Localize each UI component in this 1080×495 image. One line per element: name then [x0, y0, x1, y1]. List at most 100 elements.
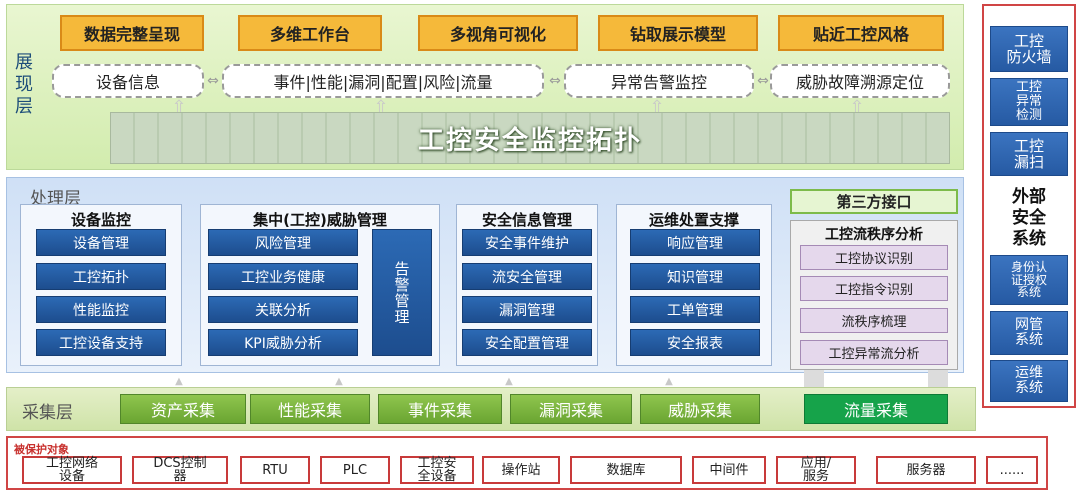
- command-recognition-button[interactable]: 工控指令识别: [800, 276, 948, 301]
- third-party-interface-button[interactable]: 第三方接口: [790, 189, 958, 214]
- alarm-management-label: 告警管理: [392, 260, 411, 325]
- ics-anomaly-detection-label: 检测: [1015, 108, 1042, 124]
- protected-target-label: 工控网络: [45, 456, 98, 471]
- security-info-title: 安全信息管理: [481, 211, 572, 229]
- collection-layer-label: 采集层: [22, 403, 73, 423]
- threat-collection-button[interactable]: 威胁采集: [640, 394, 760, 424]
- alarm-management-button[interactable]: 告警管理: [372, 229, 432, 356]
- vulnerability-collection-button[interactable]: 漏洞采集: [510, 394, 632, 424]
- kpi-threat-analysis-button[interactable]: KPI威胁分析: [208, 329, 358, 356]
- event-collection-button[interactable]: 事件采集: [378, 394, 502, 424]
- ics-business-health-button[interactable]: 工控业务健康: [208, 263, 358, 290]
- feature-tag: 贴近工控风格: [778, 15, 944, 51]
- presentation-layer-label: 展 现 层: [14, 52, 34, 118]
- protected-target-label: 中间件: [709, 462, 749, 478]
- ops-system-label: 系统: [1015, 380, 1043, 396]
- protected-target-label: 应用/: [800, 456, 832, 471]
- security-event-maintenance-button[interactable]: 安全事件维护: [462, 229, 592, 256]
- asset-collection-button[interactable]: 资产采集: [120, 394, 246, 424]
- ics-vuln-scan-button[interactable]: 工控 漏扫: [990, 132, 1068, 176]
- network-management-system-label: 网管: [1015, 316, 1043, 333]
- presentation-item-threat-trace[interactable]: 威胁故障溯源定位: [770, 64, 950, 98]
- protected-target-label: DCS控制: [153, 456, 207, 471]
- external-security-title-line: 外部: [1012, 187, 1046, 207]
- protected-target-label: 设备: [58, 469, 85, 484]
- network-management-system-label: 系统: [1015, 332, 1043, 348]
- risk-management-button[interactable]: 风险管理: [208, 229, 358, 256]
- ics-device-support-button[interactable]: 工控设备支持: [36, 329, 166, 356]
- identity-auth-system-button[interactable]: 身份认 证授权 系统: [990, 255, 1068, 305]
- presentation-item-device-info[interactable]: 设备信息: [52, 64, 204, 98]
- protected-target-database[interactable]: 数据库: [570, 456, 682, 484]
- vulnerability-management-button[interactable]: 漏洞管理: [462, 296, 592, 323]
- protected-target-dcs-controller[interactable]: DCS控制器: [132, 456, 228, 484]
- security-topology-banner[interactable]: 工控安全监控拓扑: [110, 112, 950, 164]
- presentation-layer-label-char: 展: [15, 52, 33, 73]
- flow-connector: [928, 370, 948, 390]
- correlation-analysis-button[interactable]: 关联分析: [208, 296, 358, 323]
- device-monitor-title: 设备监控: [70, 211, 131, 229]
- security-report-button[interactable]: 安全报表: [630, 329, 760, 356]
- ics-firewall-label: 防火墙: [1006, 48, 1052, 66]
- ics-firewall-button[interactable]: 工控 防火墙: [990, 26, 1068, 72]
- protected-target-plc[interactable]: PLC: [320, 456, 390, 484]
- chevron-up-icon: ▲: [505, 375, 513, 387]
- identity-auth-system-label: 身份认: [1010, 259, 1047, 274]
- feature-tag: 多维工作台: [238, 15, 382, 51]
- double-arrow-icon: ⇔: [207, 73, 219, 89]
- feature-tag: 多视角可视化: [418, 15, 578, 51]
- threat-management-title: 集中(工控)威胁管理: [253, 211, 387, 229]
- device-management-button[interactable]: 设备管理: [36, 229, 166, 256]
- protected-target-workstation[interactable]: 操作站: [482, 456, 560, 484]
- ops-support-title: 运维处置支撑: [648, 211, 739, 229]
- feature-tag: 钻取展示模型: [598, 15, 758, 51]
- protected-target-more[interactable]: ......: [986, 456, 1038, 484]
- performance-collection-button[interactable]: 性能采集: [250, 394, 370, 424]
- topology-title: 工控安全监控拓扑: [417, 125, 642, 156]
- double-arrow-icon: ⇔: [549, 73, 561, 89]
- security-config-management-button[interactable]: 安全配置管理: [462, 329, 592, 356]
- network-management-system-button[interactable]: 网管 系统: [990, 311, 1068, 355]
- presentation-layer-label-char: 层: [15, 96, 33, 117]
- ics-topology-button[interactable]: 工控拓扑: [36, 263, 166, 290]
- knowledge-management-button[interactable]: 知识管理: [630, 263, 760, 290]
- traffic-collection-button[interactable]: 流量采集: [804, 394, 948, 424]
- ops-system-button[interactable]: 运维 系统: [990, 360, 1068, 402]
- identity-auth-system-label: 证授权: [1010, 272, 1047, 287]
- flow-security-management-button[interactable]: 流安全管理: [462, 263, 592, 290]
- protected-target-label: PLC: [342, 462, 368, 478]
- protected-target-label: 服务器: [906, 462, 946, 478]
- protected-target-rtu[interactable]: RTU: [240, 456, 310, 484]
- protected-targets-title: 被保护对象: [14, 443, 69, 456]
- protected-target-middleware[interactable]: 中间件: [692, 456, 766, 484]
- ics-anomaly-detection-button[interactable]: 工控 异常 检测: [990, 78, 1068, 126]
- protected-target-label: 全设备: [417, 469, 457, 484]
- protected-target-application-service[interactable]: 应用/服务: [776, 456, 856, 484]
- protected-target-ics-security-device[interactable]: 工控安全设备: [400, 456, 474, 484]
- protected-target-label: 器: [173, 469, 187, 484]
- presentation-item-event-metrics[interactable]: 事件|性能|漏洞|配置|风险|流量: [222, 64, 544, 98]
- chevron-up-icon: ▲: [175, 375, 183, 387]
- anomalous-flow-analysis-button[interactable]: 工控异常流分析: [800, 340, 948, 365]
- ics-anomaly-detection-label: 工控: [1015, 79, 1042, 95]
- protected-target-label: 数据库: [606, 462, 646, 478]
- external-security-title: 外部 安全 系统: [990, 187, 1068, 250]
- protected-target-server[interactable]: 服务器: [876, 456, 976, 484]
- protected-target-ics-network-device[interactable]: 工控网络设备: [22, 456, 122, 484]
- performance-monitor-button[interactable]: 性能监控: [36, 296, 166, 323]
- protected-target-label: 操作站: [501, 462, 541, 478]
- ops-system-label: 运维: [1015, 364, 1043, 381]
- protocol-recognition-button[interactable]: 工控协议识别: [800, 245, 948, 270]
- identity-auth-system-label: 系统: [1016, 285, 1041, 300]
- feature-tag: 数据完整呈现: [60, 15, 204, 51]
- external-security-title-line: 安全: [1012, 208, 1046, 228]
- ics-anomaly-detection-label: 异常: [1015, 93, 1042, 109]
- presentation-item-anomaly-alert[interactable]: 异常告警监控: [564, 64, 754, 98]
- protected-target-label: ......: [999, 462, 1025, 478]
- work-order-management-button[interactable]: 工单管理: [630, 296, 760, 323]
- external-security-title-line: 系统: [1012, 229, 1046, 249]
- protected-target-label: 服务: [802, 469, 829, 484]
- response-management-button[interactable]: 响应管理: [630, 229, 760, 256]
- ics-vuln-scan-label: 工控: [1013, 136, 1044, 155]
- flow-order-sorting-button[interactable]: 流秩序梳理: [800, 308, 948, 333]
